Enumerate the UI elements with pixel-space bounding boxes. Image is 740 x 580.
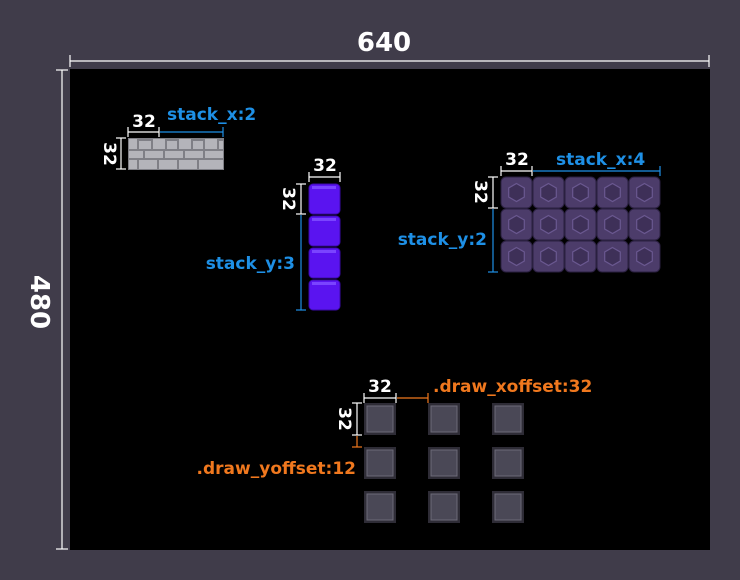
brick-example: 32 stack_x:2 32 [99, 105, 256, 170]
canvas-width-label: 640 [357, 28, 411, 58]
hex-tile [628, 240, 661, 273]
canvas-height-label: 480 [24, 275, 54, 329]
hex-tile [596, 208, 629, 241]
brick-tile-width-label: 32 [132, 112, 156, 132]
hex-stack-x-label: stack_x:4 [556, 150, 645, 170]
purple-tile-width-label: 32 [313, 156, 337, 176]
hex-grid-example: 32 stack_x:4 32 stack_y:2 [398, 150, 661, 273]
square-tile [364, 447, 396, 479]
square-tile [492, 491, 524, 523]
hex-tile [564, 176, 597, 209]
hex-tile [564, 208, 597, 241]
purple-stack-label: stack_y:3 [206, 254, 295, 274]
hex-tile [500, 176, 533, 209]
brick-stack-label: stack_x:2 [167, 105, 256, 125]
hex-tile [564, 240, 597, 273]
canvas-width-dimension: 640 [69, 28, 710, 67]
offset-tile-height-label: 32 [334, 407, 354, 431]
hex-tile [628, 176, 661, 209]
hex-tile [500, 240, 533, 273]
offset-tile-width-label: 32 [368, 377, 392, 397]
square-tile [492, 403, 524, 435]
hex-tile [596, 240, 629, 273]
hex-stack-y-label: stack_y:2 [398, 230, 487, 250]
hex-tile [532, 240, 565, 273]
offset-square-tiles [364, 403, 524, 523]
hex-tile [500, 208, 533, 241]
canvas-height-dimension: 480 [24, 69, 68, 550]
square-tile [364, 491, 396, 523]
hex-tile [596, 176, 629, 209]
hex-tile [532, 208, 565, 241]
offset-example: 32 .draw_xoffset:32 32 .draw_yoffset:12 [197, 377, 592, 523]
hex-tile-width-label: 32 [505, 150, 529, 170]
square-tile [428, 491, 460, 523]
hex-grid-tiles [500, 176, 661, 273]
square-tile [428, 403, 460, 435]
hex-tile-height-label: 32 [470, 180, 490, 204]
brick-tiles [128, 138, 224, 170]
square-tile [492, 447, 524, 479]
purple-block-tiles [308, 183, 341, 311]
offset-x-label: .draw_xoffset:32 [433, 377, 592, 397]
square-tile [428, 447, 460, 479]
purple-column-example: 32 32 stack_y:3 [206, 156, 341, 311]
square-tile [364, 403, 396, 435]
purple-tile-height-label: 32 [278, 187, 298, 211]
offset-y-label: .draw_yoffset:12 [197, 459, 356, 479]
hex-tile [628, 208, 661, 241]
hex-tile [532, 176, 565, 209]
brick-tile-height-label: 32 [99, 142, 119, 166]
